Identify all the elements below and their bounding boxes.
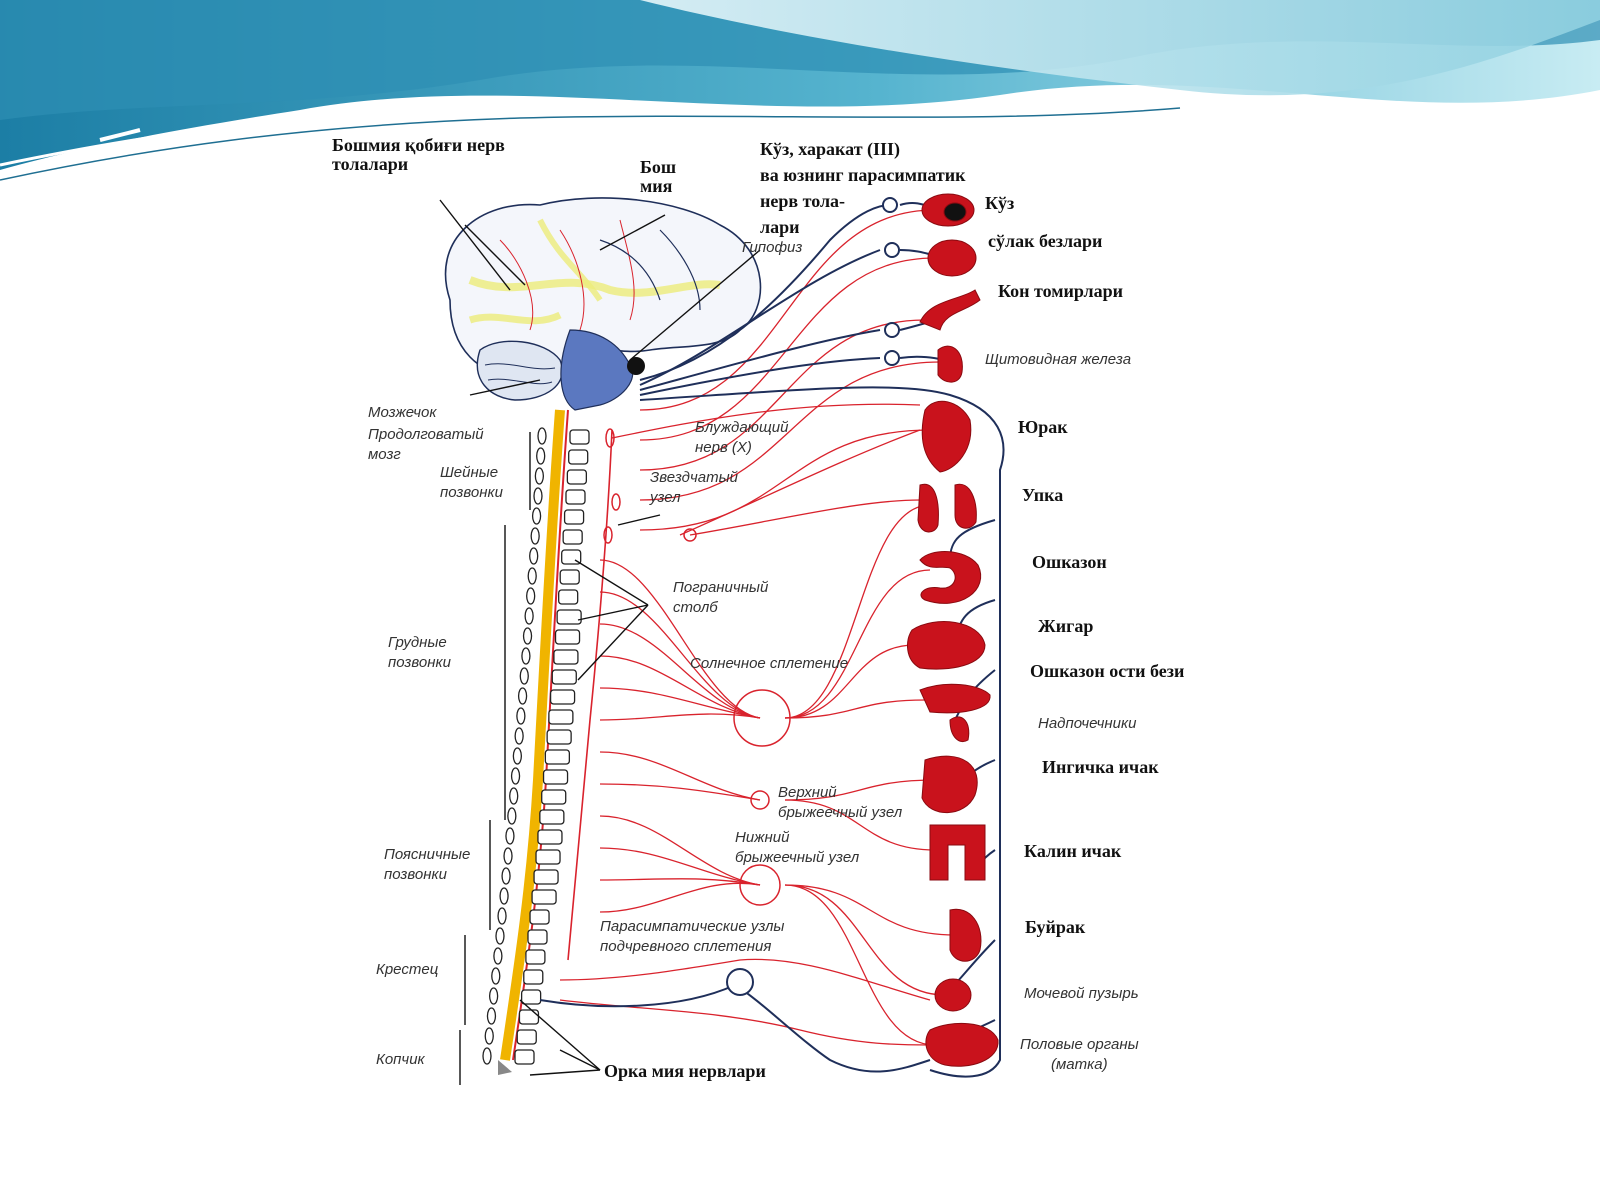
label-hypophysis: Гипофиз [742,239,803,256]
label-brain: Бош мия [640,157,677,196]
label-stomach: Ошказон [1032,552,1107,572]
label-bladder: Мочевой пузырь [1024,985,1139,1002]
label-thyroid: Щитовидная железа [985,351,1132,368]
label-vagus: Блуждающий нерв (X) [695,419,789,456]
parasympathetic-ganglia [726,197,900,996]
label-pancreas: Ошказон ости бези [1030,661,1185,681]
label-liver: Жигар [1038,616,1094,636]
label-inferior-mesenteric: Нижний брыжеечный узел [735,829,860,866]
vertebrae [482,427,590,1065]
label-medulla: Продолговатый мозг [368,426,484,463]
label-small-intestine: Ингичка ичак [1042,757,1159,777]
leader-lines [439,199,761,1076]
label-stellate: Звездчатый узел [650,469,738,506]
label-salivary: сўлак безлари [988,231,1103,251]
sympathetic-nerves [559,209,956,1046]
label-vessels: Кон томирлари [998,281,1123,301]
label-cortex-fibers: Бошмия қобиғи нерв толалари [332,135,505,174]
label-coccyx: Копчик [376,1051,425,1068]
label-lung: Упка [1022,485,1064,505]
label-solar-plexus: Солнечное сплетение [690,655,849,672]
spinal-cord [482,409,590,1075]
label-large-intestine: Калин ичак [1024,841,1122,861]
plexus-nodes [683,528,791,906]
label-cervical: Шейные позвонки [440,464,503,501]
label-kidney: Буйрак [1025,917,1086,937]
label-lumbar: Поясничные позвонки [384,846,471,883]
label-eye-nerve: Кўз, харакат (III) ва юзнинг парасимпати… [760,139,966,238]
label-cerebellum: Мозжечок [368,404,437,421]
header-waves [0,0,1600,181]
brain-illustration [444,197,762,411]
label-superior-mesenteric: Верхний брыжеечный узел [778,784,903,821]
label-heart: Юрак [1018,417,1068,437]
label-spinal-nerves: Орка мия нервлари [604,1061,766,1081]
label-parasympathetic-ganglia: Парасимпатические узлы подчревного сплет… [600,918,785,955]
label-eye: Кўз [985,193,1015,213]
organs [907,193,999,1067]
label-sacrum: Крестец [376,961,439,978]
label-thoracic: Грудные позвонки [388,634,451,671]
label-adrenal: Надпочечники [1038,715,1137,732]
vertebra-brackets [459,432,531,1085]
label-genital: Половые органы (матка) [1020,1036,1139,1074]
label-border-column: Пограничный столб [673,579,769,616]
